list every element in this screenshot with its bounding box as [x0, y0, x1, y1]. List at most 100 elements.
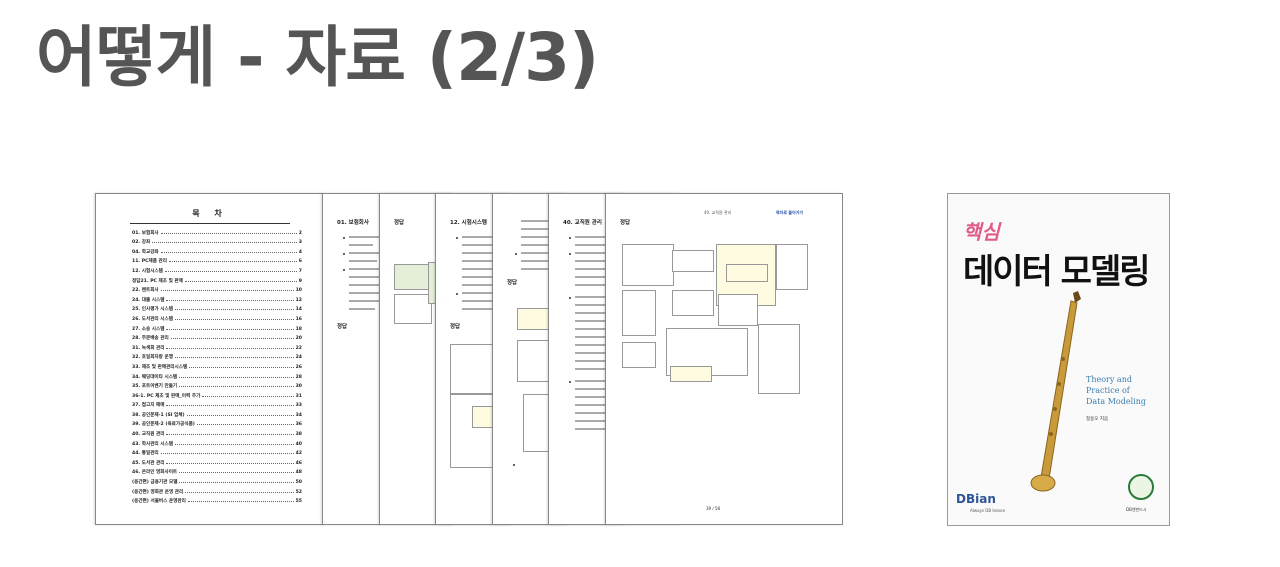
page-header-text: 40. 교직원 관리 — [704, 210, 732, 215]
toc-entry-page: 16 — [295, 316, 302, 322]
toc-leader-dots — [160, 290, 294, 292]
toc-entry-page: 22 — [295, 345, 302, 351]
text-line — [575, 304, 605, 306]
text-line — [575, 320, 605, 322]
bullet — [569, 297, 571, 299]
toc-entry-label: 46. 온라인 영화사이트 — [132, 470, 178, 476]
text-line — [575, 284, 605, 286]
toc-entry-page: 36 — [295, 422, 302, 428]
page-heading: 정답 — [394, 220, 405, 226]
toc-leader-dots — [179, 472, 294, 474]
toc-entry[interactable]: 36-1. PC 제조 및 판매_이력 추가 31 — [132, 389, 302, 399]
toc-divider — [130, 223, 290, 224]
toc-entry-page: 18 — [295, 326, 302, 332]
toc-entry[interactable]: 28. 주문배송 관리 20 — [132, 332, 302, 342]
toc-entry-label: 45. 도서관 관리 — [132, 460, 165, 466]
toc-entry-page: 52 — [295, 489, 302, 495]
text-line — [349, 236, 379, 238]
text-line — [349, 284, 379, 286]
bullet — [513, 464, 515, 466]
text-line — [575, 412, 605, 414]
toc-entry-label: 44. 통일관리 — [132, 451, 159, 457]
bullet — [569, 237, 571, 239]
toc-entry[interactable]: 46. 온라인 영화사이트 48 — [132, 466, 302, 476]
saxophone-icon — [1030, 291, 1081, 492]
toc-entry[interactable]: 44. 통일관리 42 — [132, 447, 302, 457]
toc-leader-dots — [179, 376, 294, 378]
toc-leader-dots — [166, 347, 294, 349]
toc-entry-label: 38. 공인문제-1 (SI 업체) — [132, 412, 185, 418]
toc-leader-dots — [186, 414, 294, 416]
toc-entry-page: 31 — [295, 393, 302, 399]
toc-entry-page: 38 — [295, 432, 302, 438]
toc-entry-page: 24 — [295, 355, 302, 361]
toc-entry-page: 20 — [295, 336, 302, 342]
toc-entry-page: 48 — [295, 470, 302, 476]
book-cover-image: 핵심 데이터 모델링 Theory and Practice of Data M… — [947, 193, 1170, 526]
publisher-logo-subtitle: Always DB lesson — [970, 508, 1006, 513]
toc-heading: 목 차 — [192, 209, 228, 218]
toc-entry-page: 4 — [298, 249, 302, 255]
toc-leader-dots — [168, 261, 297, 263]
text-line — [462, 252, 492, 254]
bullet — [343, 269, 345, 271]
diagram-entity — [472, 406, 494, 428]
toc-leader-dots — [179, 482, 294, 484]
toc-entry-page: 30 — [295, 384, 302, 390]
text-line — [349, 308, 375, 310]
toc-entry[interactable]: 38. 공인문제-1 (SI 업체)34 — [132, 408, 302, 418]
text-line — [575, 276, 605, 278]
toc-leader-dots — [166, 434, 294, 436]
toc-entry-page: 9 — [298, 278, 302, 284]
document-page-7: 40. 교직원 관리 목차로 돌아가기 정답 39 / 58 — [605, 193, 843, 525]
toc-entry-page: 55 — [295, 499, 302, 505]
toc-entry-label: 28. 주문배송 관리 — [132, 336, 169, 342]
text-line — [521, 268, 549, 270]
text-line — [349, 252, 379, 254]
toc-entry-page: 2 — [298, 230, 302, 236]
bullet — [456, 293, 458, 295]
diagram-entity — [517, 308, 549, 330]
diagram-entity — [450, 344, 494, 394]
toc-leader-dots — [170, 338, 294, 340]
text-line — [575, 328, 605, 330]
text-line — [349, 244, 373, 246]
text-line — [462, 284, 492, 286]
toc-entry-label: 36-1. PC 제조 및 판매_이력 추가 — [132, 393, 201, 399]
back-to-toc-link[interactable]: 목차로 돌아가기 — [776, 210, 804, 215]
toc-leader-dots — [174, 309, 294, 311]
bullet — [343, 253, 345, 255]
bullet — [569, 253, 571, 255]
text-line — [521, 244, 549, 246]
text-line — [349, 276, 379, 278]
bullet — [569, 381, 571, 383]
text-line — [349, 268, 379, 270]
text-line — [575, 380, 605, 382]
toc-leader-dots — [166, 405, 294, 407]
toc-entry[interactable]: 39. 공인문제-2 (육료가공식품)36 — [132, 418, 302, 428]
toc-entry-page: 42 — [295, 451, 302, 457]
